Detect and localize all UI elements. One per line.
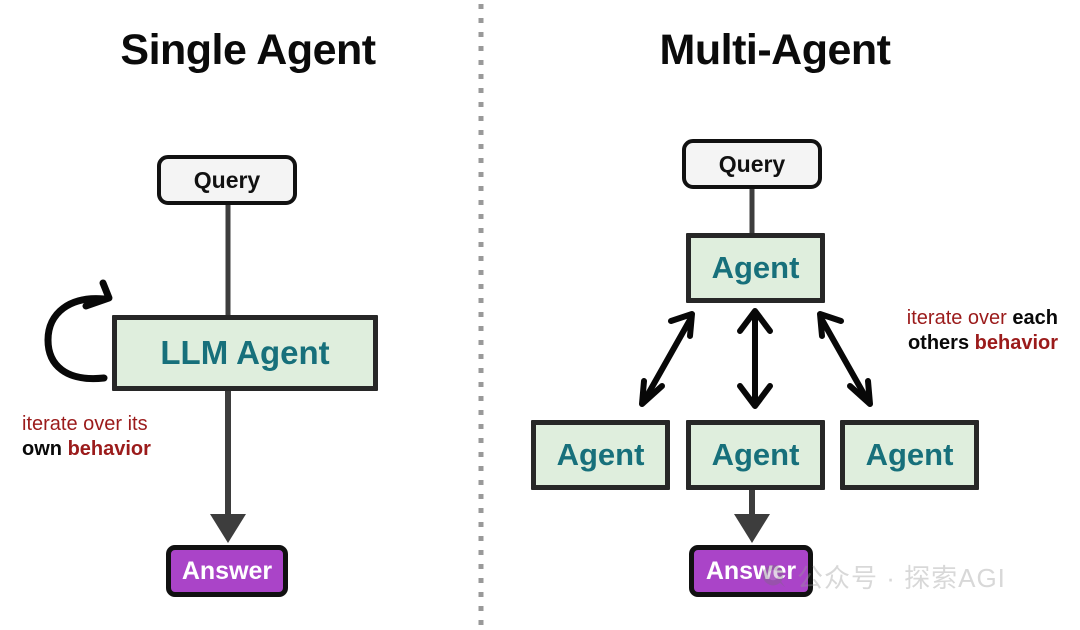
annotation-right-text-each: each [1012,307,1058,329]
self-loop-arrowhead-icon [82,279,113,310]
node-agent-left[interactable]: Agent [531,420,670,490]
annotation-iterate-own-behavior: iterate over its own behavior [22,412,151,462]
self-loop-arrow-icon [44,295,108,383]
node-query-right[interactable]: Query [682,139,822,189]
node-query-left[interactable]: Query [157,155,297,205]
node-agent-right[interactable]: Agent [840,420,979,490]
bidirectional-arrow-middle [737,308,773,409]
annotation-iterate-each-others-behavior: iterate over each others behavior [907,306,1058,356]
node-llm-agent[interactable]: LLM Agent [112,315,378,391]
annotation-left-text-behavior: behavior [67,438,151,460]
arrowhead-agent-to-answer-left [210,514,246,543]
annotation-right-line-1: iterate over each [907,306,1058,331]
panel-title-multi-agent: Multi-Agent [659,26,891,74]
annotation-right-line-2: others behavior [907,331,1058,356]
bidirectional-arrow-right [817,311,873,407]
annotation-left-text-iterate-over-its: iterate over its [22,413,148,435]
bidirectional-arrow-left [639,311,695,407]
node-agent-middle[interactable]: Agent [686,420,825,490]
node-answer-left[interactable]: Answer [166,545,288,597]
annotation-right-text-others: others [907,332,970,354]
arrowhead-agent-to-answer-right [734,514,770,543]
panel-title-single-agent: Single Agent [120,26,376,74]
annotation-right-text-iterate-over: iterate over [906,307,1007,329]
annotation-right-text-behavior: behavior [974,332,1058,354]
node-agent-top[interactable]: Agent [686,233,825,303]
annotation-left-line-1: iterate over its [22,412,151,437]
annotation-left-text-own: own [22,438,62,460]
node-answer-right[interactable]: Answer [689,545,813,597]
watermark-text: 公众号 · 探索AGI [797,563,1006,593]
annotation-left-line-2: own behavior [22,437,151,462]
